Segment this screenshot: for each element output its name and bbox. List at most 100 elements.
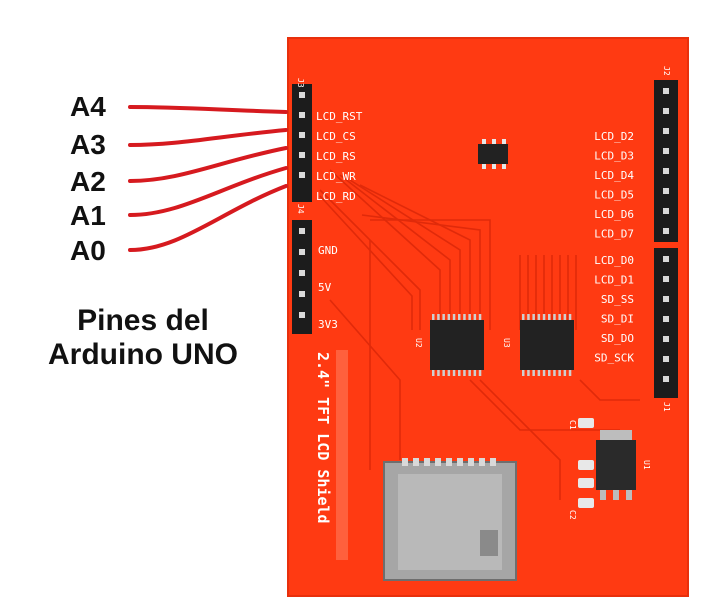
chip-label-c1: C1 (568, 420, 577, 430)
silk-label: LCD_CS (316, 130, 356, 143)
u2-pin (468, 314, 471, 320)
u3-pin (553, 314, 556, 320)
u3-pin (568, 314, 572, 320)
u3-pin (537, 370, 541, 376)
caption-line1: Pines del (77, 304, 209, 337)
u3-pin (542, 314, 546, 320)
j2-pin (663, 208, 669, 214)
header-j1 (654, 248, 678, 398)
j4-pin (299, 270, 305, 276)
callout-label-a4: A4 (70, 91, 106, 122)
chip-label-u1: U1 (642, 460, 651, 470)
u2-pin (452, 370, 456, 376)
u3-pin (532, 370, 535, 376)
j2-pin (663, 108, 669, 114)
j1-pin (663, 336, 669, 342)
wire-a0 (128, 184, 288, 252)
regulator-legs (600, 490, 632, 500)
j3-pin (299, 172, 305, 178)
j2-pin (663, 168, 669, 174)
u3-pin (527, 314, 530, 320)
silk-label: SD_SS (601, 293, 634, 306)
silk-label: SD_SCK (594, 352, 634, 365)
sd-slot-spring (480, 530, 498, 556)
u2-pin (452, 314, 456, 320)
chip-label-u2: U2 (414, 338, 423, 348)
j1-pin (663, 376, 669, 382)
sd-contact (424, 458, 430, 466)
u2-pin (437, 370, 440, 376)
silk-label: LCD_D5 (594, 189, 634, 202)
connector-j1: J1 (662, 402, 671, 412)
j1-pin (663, 276, 669, 282)
connector-j4: J4 (296, 204, 305, 214)
silk-label: SD_DI (601, 313, 634, 326)
chip-pins (432, 314, 572, 376)
header-pins (299, 88, 669, 382)
capacitors (578, 418, 594, 508)
u2-pin (432, 314, 435, 320)
silk-label: LCD_D1 (594, 274, 634, 287)
u2-pin (468, 370, 471, 376)
u2-pin (437, 314, 440, 320)
u3-pin (527, 370, 530, 376)
silk-label: LCD_WR (316, 170, 356, 183)
u2-pin (463, 314, 466, 320)
header-j4 (292, 220, 312, 334)
pcb-traces (319, 169, 640, 500)
u2-pin (473, 314, 477, 320)
j4-pin (299, 228, 305, 234)
u3-pin (522, 370, 525, 376)
j1-pin (663, 296, 669, 302)
u2-pin (463, 370, 466, 376)
j1-pin (663, 356, 669, 362)
j3-pin (299, 112, 305, 118)
u2-pin (447, 314, 451, 320)
chip-u2 (430, 320, 484, 370)
board-title: 2.4" TFT LCD Shield (314, 352, 332, 524)
silk-label: 3V3 (318, 318, 338, 331)
j3-pin (299, 132, 305, 138)
u2-pin (473, 370, 477, 376)
header-j3 (292, 84, 312, 202)
u3-pin (542, 370, 546, 376)
callout-label-a0: A0 (70, 235, 106, 266)
u2-pin (447, 370, 451, 376)
u3-pin (563, 370, 567, 376)
silk-label: LCD_D3 (594, 150, 634, 163)
u3-pin (563, 314, 567, 320)
u3-pin (558, 314, 561, 320)
u2-pin (432, 370, 435, 376)
sd-contact (479, 458, 485, 466)
callout-wires (128, 105, 288, 252)
small-ic-pads (482, 139, 506, 169)
j3-pin (299, 92, 305, 98)
j2-pin (663, 128, 669, 134)
silk-strip (336, 350, 348, 560)
j2-pin (663, 228, 669, 234)
j4-pin (299, 291, 305, 297)
silk-label: LCD_RD (316, 190, 356, 203)
j2-pin (663, 188, 669, 194)
u3-pin (532, 314, 535, 320)
silk-label: SD_DO (601, 332, 634, 345)
silk-label: LCD_D7 (594, 228, 634, 241)
u2-pin (442, 314, 445, 320)
j4-pin (299, 249, 305, 255)
j1-pin (663, 316, 669, 322)
u3-pin (522, 314, 525, 320)
sd-contacts (402, 458, 496, 466)
silk-label: LCD_RS (316, 150, 356, 163)
wire-a2 (128, 146, 288, 183)
u2-pin (478, 314, 482, 320)
silk-label: LCD_RST (316, 110, 363, 123)
u3-pin (558, 370, 561, 376)
connector-j3: J3 (296, 78, 305, 88)
j4-pin (299, 312, 305, 318)
j2-pin (663, 88, 669, 94)
u3-pin (553, 370, 556, 376)
